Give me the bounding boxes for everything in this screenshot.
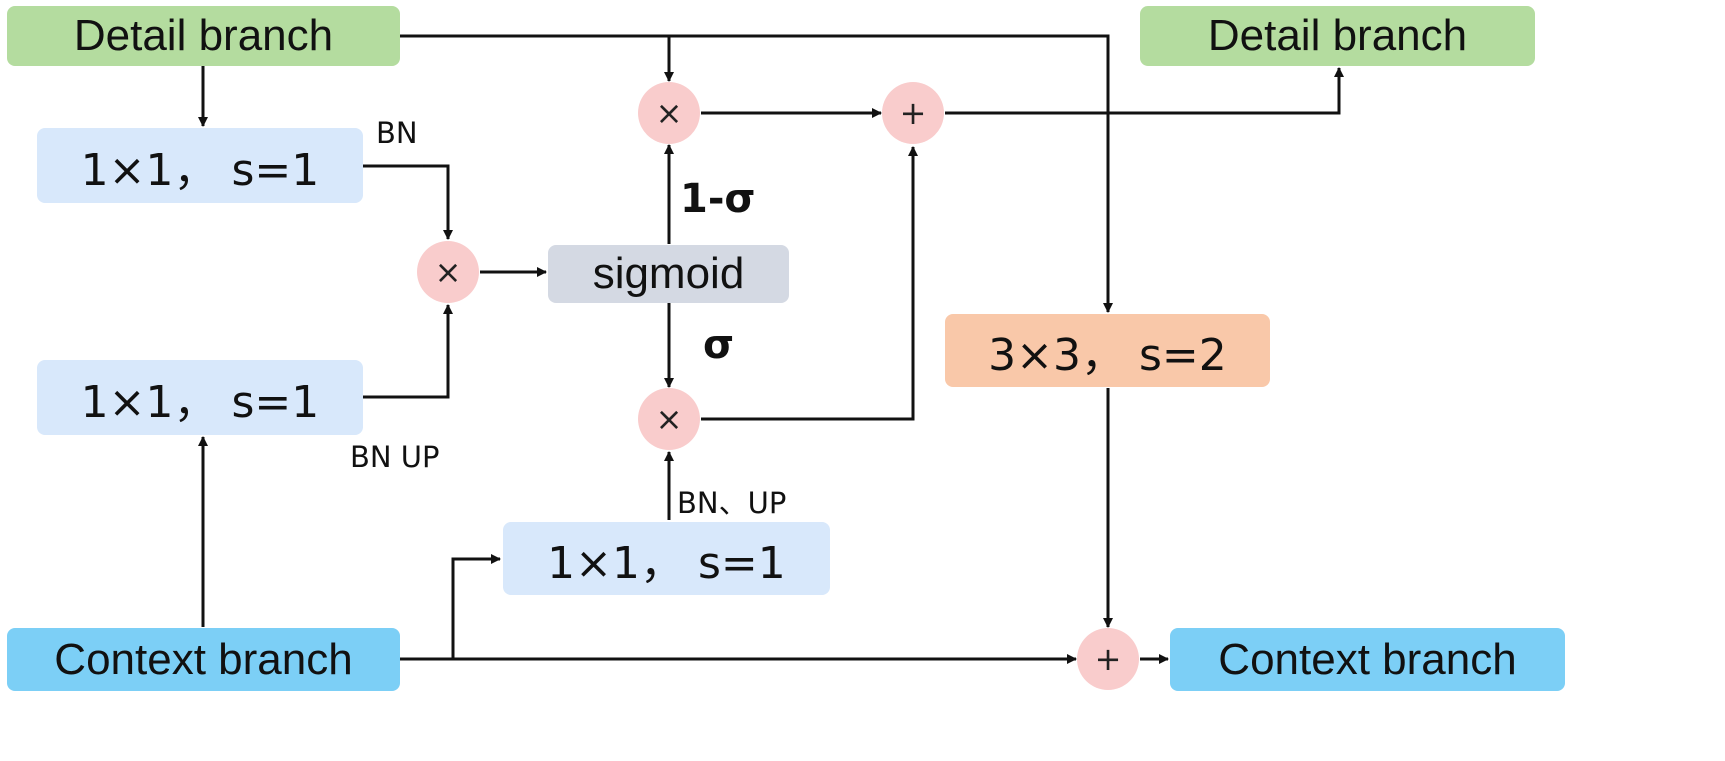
conv-3x3-node: 3×3， s=2 [945,314,1270,387]
label-bn-up: BN UP [350,440,440,474]
edge-detail-to-3x3 [400,34,1113,313]
edge-conv-top-to-mult-left [363,164,453,240]
sigmoid-node: sigmoid [548,245,789,303]
detail-branch-output: Detail branch [1140,6,1535,66]
label-sigma: σ [703,322,735,368]
multiply-left-operator: × [417,241,479,303]
add-top-operator: + [882,82,944,144]
edge-context-to-conv-bottom [451,554,501,659]
conv-1x1-middle: 1×1， s=1 [37,360,363,435]
label-bn-up-bottom: BN、UP [677,486,787,520]
edge-conv-mid-to-mult-left [363,304,453,399]
label-one-minus-sigma: 1-σ [680,176,756,222]
edge-mult-mid-to-add-top [701,146,918,421]
detail-branch-input: Detail branch [7,6,400,66]
context-branch-input: Context branch [7,628,400,691]
label-bn: BN [376,116,418,150]
edge-add-top-to-detail-out [945,67,1344,115]
multiply-top-operator: × [638,82,700,144]
context-branch-output: Context branch [1170,628,1565,691]
multiply-middle-operator: × [638,388,700,450]
conv-1x1-bottom: 1×1， s=1 [503,522,830,595]
conv-1x1-top: 1×1， s=1 [37,128,363,203]
add-bottom-operator: + [1077,628,1139,690]
